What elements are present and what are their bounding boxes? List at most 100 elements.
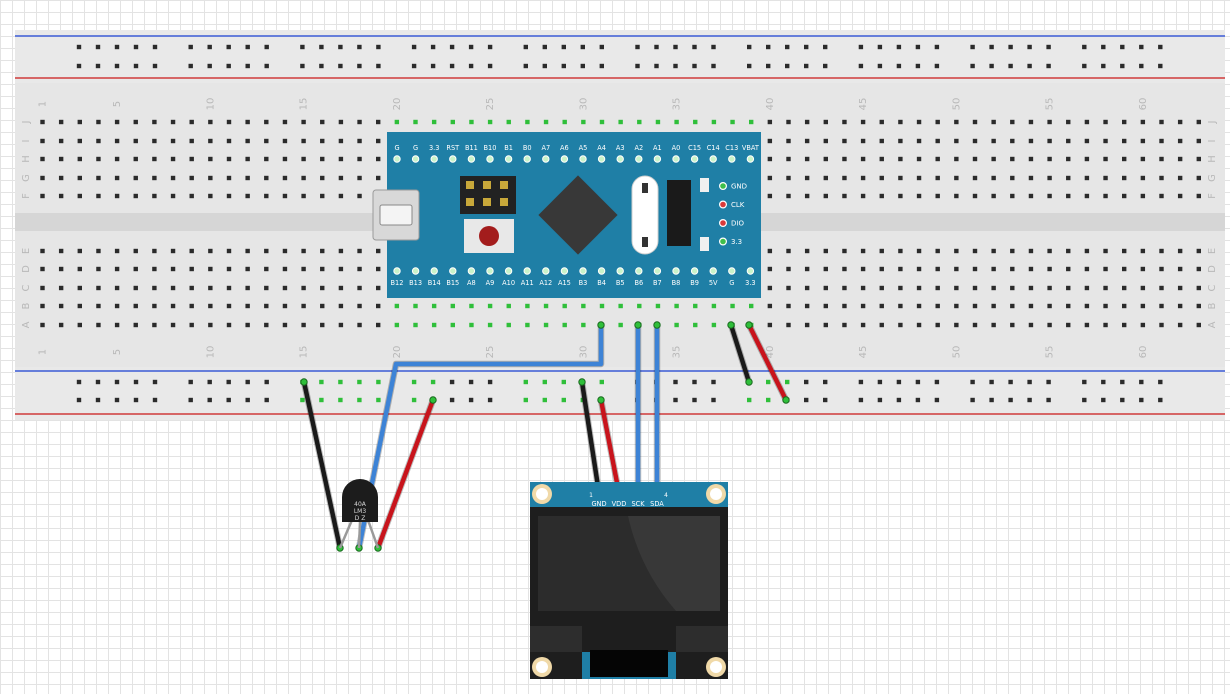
power-rail-hole [1120,379,1125,385]
breadboard-hole [338,119,344,125]
breadboard-hole [786,248,791,254]
breadboard-hole [1066,285,1071,291]
breadboard-hole [264,303,269,309]
power-rail-hole [673,379,678,385]
mcu-pin-label: A11 [521,279,534,287]
power-rail-hole [599,379,604,385]
power-rail-hole [804,379,809,385]
breadboard-hole [991,285,996,291]
swd-pin [718,219,727,228]
breadboard-hole [935,285,940,291]
power-rail-hole [1027,397,1032,403]
breadboard-hole [842,119,847,125]
power-rail-hole [1082,63,1087,69]
wire-sensor-gnd [301,379,343,551]
power-rail-hole [823,44,828,50]
wire-end [597,321,605,329]
breadboard-hole [1066,193,1071,199]
breadboard-hole [189,138,194,144]
power-rail-hole [114,63,120,69]
breadboard-hole [320,175,325,181]
breadboard-hole [1140,248,1146,254]
mcu-pin [430,267,438,275]
breadboard-hole [954,119,959,125]
sensor-leg-right [366,519,380,549]
breadboard-hole [842,322,847,328]
breadboard-hole [133,193,138,199]
breadboard-hole [264,248,269,254]
power-rail-hole [747,44,752,50]
wire-end [745,321,753,329]
power-rail-hole [449,397,455,403]
breadboard-hole [711,119,717,125]
power-rail-hole [207,379,212,385]
breadboard-hole [264,175,269,181]
breadboard-hole [804,175,810,181]
mcu-pin [672,267,680,275]
power-rail-hole [376,63,381,69]
mcu-pin-label: B3 [579,279,588,287]
power-rail-hole [188,379,193,385]
breadboard-hole [1010,175,1015,181]
breadboard-hole [170,175,176,181]
breadboard-hole [1196,175,1201,181]
wire-end [578,378,586,386]
breadboard-hole [376,285,381,291]
breadboard-hole [245,285,250,291]
breadboard-hole [170,119,176,125]
breadboard-hole [282,138,288,144]
power-rail-hole [858,397,864,403]
power-rail-hole [1101,379,1106,385]
breadboard-hole [860,138,866,144]
power-rail-hole [877,379,883,385]
breadboard-hole [823,248,828,254]
breadboard-hole [208,248,213,254]
mcu-pin-label: 3.3 [429,144,440,152]
power-rail-hole [133,379,139,385]
breadboard-hole [245,138,250,144]
breadboard-hole [935,193,940,199]
breadboard-hole [1010,285,1015,291]
wire-mcu-gnd [728,322,752,385]
breadboard-hole [767,285,773,291]
power-rail-hole [599,44,604,50]
breadboard-hole [991,303,996,309]
swd-pin [718,182,727,191]
breadboard-hole [581,303,586,309]
breadboard-hole [133,303,138,309]
power-rail-hole [877,63,883,69]
power-rail-hole [970,44,975,50]
breadboard: 1155101015152020252530303535404045455050… [15,30,1225,420]
power-rail-hole [449,379,455,385]
breadboard-hole [543,119,549,125]
power-rail-hole [970,379,975,385]
mcu-pin [542,155,550,163]
power-rail-hole [970,397,975,403]
power-rail-hole [785,44,790,50]
breadboard-hole [842,266,847,272]
power-rail-hole [226,63,231,69]
breadboard-hole [879,119,884,125]
breadboard-hole [954,156,959,162]
breadboard-hole [767,322,773,328]
breadboard-hole [189,156,194,162]
power-rail-hole [542,379,547,385]
power-rail-hole [1120,397,1125,403]
breadboard-hole [879,193,884,199]
breadboard-hole [898,248,903,254]
power-rail-hole [1139,63,1144,69]
power-rail-hole [692,63,697,69]
breadboard-hole [1177,156,1183,162]
breadboard-hole [1066,119,1071,125]
breadboard-hole [935,248,940,254]
breadboard-hole [1084,303,1090,309]
breadboard-hole [338,322,344,328]
wire-oled-gnd [579,379,602,496]
breadboard-hole [693,303,698,309]
breadboard-hole [58,156,64,162]
breadboard-hole [226,119,232,125]
breadboard-hole [954,193,959,199]
breadboard-hole [208,119,213,125]
mcu-pin-label: A3 [616,144,625,152]
power-rail-hole [430,63,436,69]
